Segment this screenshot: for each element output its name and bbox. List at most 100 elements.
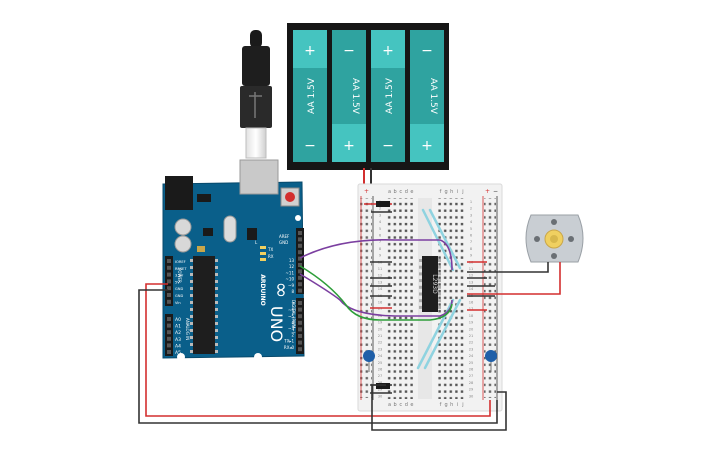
breadboard-row-label: 23 <box>378 347 383 351</box>
breadboard-row-label: 30 <box>378 394 383 398</box>
breadboard-col-label: e <box>410 402 413 408</box>
digital-pin-label: ~5 <box>288 314 294 319</box>
breadboard-col-label: a <box>388 189 391 195</box>
breadboard-row-label: 30 <box>469 394 474 398</box>
gnd-label: GND <box>279 240 288 245</box>
battery-terminal-sign: − <box>343 43 355 59</box>
digital-label: DIGITAL (PWM~) <box>291 300 296 334</box>
breadboard-row-label: 25 <box>469 361 474 365</box>
right-power-rail[interactable] <box>484 198 496 398</box>
breadboard-col-label: i <box>457 189 458 195</box>
breadboard-row-label: 27 <box>469 374 474 378</box>
battery-cell: − + AA 1.5V <box>332 30 366 162</box>
power-pin-label: 5V <box>175 280 180 284</box>
breadboard-row-label: 19 <box>469 321 474 325</box>
breadboard-col-label: e <box>410 189 413 195</box>
digital-header-top <box>296 228 304 294</box>
digital-pin-label: 4 <box>291 320 294 325</box>
led-indicator <box>260 246 266 249</box>
l293d-chip: L293D <box>419 256 441 312</box>
breadboard-row-label: 20 <box>378 327 383 331</box>
battery-cell: +−AA 1.5V <box>371 30 405 162</box>
breadboard-row-label: 7 <box>379 240 381 244</box>
breadboard-row-label: 22 <box>469 341 474 345</box>
ceramic-capacitor <box>363 350 375 372</box>
digital-header-bottom <box>296 298 304 354</box>
analog-pin-label: A1 <box>175 324 181 330</box>
breadboard-row-label: 13 <box>469 280 474 284</box>
breadboard-row-label: 12 <box>378 274 383 278</box>
breadboard-row-label: 9 <box>470 254 473 258</box>
battery-terminal-sign: + <box>304 43 316 59</box>
svg-text:+: + <box>485 188 490 195</box>
crystal <box>223 215 237 243</box>
digital-pin-label: 8 <box>291 289 294 294</box>
digital-pin-label: TX▸1 <box>283 339 294 344</box>
left-power-rail[interactable] <box>360 198 372 398</box>
breadboard-row-label: 19 <box>378 321 383 325</box>
analog-pin-label: A5 <box>175 350 181 356</box>
capacitor <box>174 235 192 253</box>
battery-terminal-sign: − <box>421 43 433 59</box>
breadboard-row-label: 25 <box>378 361 383 365</box>
arduino-model: UNO <box>267 306 286 342</box>
battery-terminal-sign: − <box>382 138 394 154</box>
breadboard-col-label: c <box>399 189 402 195</box>
tx-label: TX <box>267 247 273 252</box>
battery-cell: +−AA 1.5V <box>293 30 327 162</box>
battery-terminal-sign: + <box>421 138 433 154</box>
breadboard-row-label: 21 <box>469 334 474 338</box>
breadboard-col-label: h <box>450 402 453 408</box>
l-label: L <box>255 240 258 245</box>
digital-pin-label: ~6 <box>288 308 294 313</box>
analog-pin-label: A2 <box>175 330 181 336</box>
power-pin-label: GND <box>175 287 183 291</box>
dc-jack <box>165 176 193 210</box>
wires <box>138 239 561 431</box>
breadboard-col-label: d <box>405 402 408 408</box>
breadboard-row-label: 2 <box>379 207 381 211</box>
digital-pin-label: ~10 <box>286 277 295 282</box>
breadboard-row-label: 28 <box>378 381 383 385</box>
breadboard-row-label: 26 <box>378 368 383 372</box>
terminal-strip-left[interactable] <box>386 198 414 399</box>
breadboard-row-label: 29 <box>378 388 383 392</box>
jumper-header <box>376 383 390 389</box>
arduino-uno[interactable]: ∞ ARDUINO UNO L TX RX AREF GND DIGITAL (… <box>162 159 305 361</box>
arduino-logo: ∞ <box>270 282 294 299</box>
breadboard-col-label: a <box>388 402 391 408</box>
usb-port <box>239 159 279 195</box>
arduino-brand: ARDUINO <box>259 274 266 305</box>
breadboard-row-label: 17 <box>378 307 383 311</box>
breadboard-row-label: 23 <box>469 347 474 351</box>
breadboard-row-label: 24 <box>378 354 383 358</box>
breadboard-col-label: c <box>399 402 402 408</box>
power-pin-label: IOREF <box>175 260 186 264</box>
chip-label: L293D <box>431 274 438 294</box>
breadboard-row-label: 4 <box>470 220 473 224</box>
breadboard-row-label: 11 <box>469 267 474 271</box>
breadboard-row-label: 6 <box>470 234 473 238</box>
terminal-strip-right[interactable] <box>437 198 465 399</box>
digital-pin-label: ~9 <box>288 283 294 288</box>
digital-pin-label: 7 <box>291 301 294 306</box>
breadboard-row-label: 2 <box>470 207 472 211</box>
ceramic-capacitor <box>485 350 497 372</box>
breadboard-col-label: f <box>440 402 442 408</box>
svg-text:−: − <box>493 188 498 195</box>
breadboard-row-label: 22 <box>378 341 383 345</box>
breadboard-row-label: 14 <box>469 287 474 291</box>
usb-cable <box>240 30 272 159</box>
analog-pin-label: A3 <box>175 337 181 343</box>
breadboard-row-label: 26 <box>469 368 474 372</box>
breadboard-row-label: 3 <box>379 213 381 217</box>
breadboard-col-label: g <box>445 189 448 195</box>
battery-cell-label: AA 1.5V <box>350 78 360 115</box>
battery-terminal-sign: + <box>343 138 355 154</box>
power-label: POWER <box>177 268 182 283</box>
battery-cell-label: AA 1.5V <box>307 77 317 114</box>
breadboard-col-label: f <box>440 189 442 195</box>
breadboard-row-label: 24 <box>469 354 474 358</box>
breadboard-col-label: h <box>450 189 453 195</box>
breadboard-col-label: d <box>405 189 408 195</box>
